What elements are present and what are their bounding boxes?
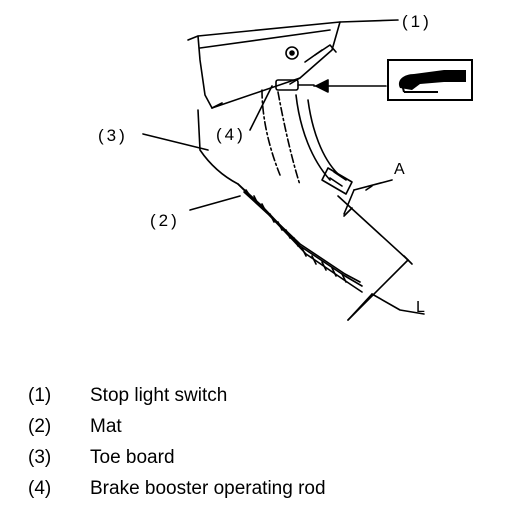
pedal-bracket (187, 21, 341, 109)
leader-2 (189, 195, 241, 211)
pedal-pad (321, 167, 353, 195)
legend-number: (1) (28, 384, 52, 406)
dimension-l-lines (347, 255, 425, 321)
dimension-l-label: L (416, 299, 425, 316)
legend: (1) Stop light switch (2) Mat (3) Toe board… (28, 380, 326, 504)
leader-3 (142, 133, 209, 151)
legend-number: (4) (28, 477, 52, 499)
leader-1 (339, 19, 399, 23)
legend-number: (2) (28, 415, 52, 437)
dimension-a-lines (337, 179, 409, 261)
lubricate-arrow-icon (387, 59, 473, 101)
legend-label: Mat (90, 415, 122, 437)
callout-4: (4) (216, 125, 246, 144)
callout-3: (3) (98, 126, 128, 145)
leader-4 (249, 85, 273, 131)
stop-light-switch (275, 79, 315, 91)
floor-mat (237, 183, 363, 293)
legend-number: (3) (28, 446, 52, 468)
callout-1: (1) (402, 12, 432, 31)
callout-2: (2) (150, 211, 180, 230)
legend-item: (3) Toe board (28, 442, 326, 473)
legend-item: (1) Stop light switch (28, 380, 326, 411)
view-arrowhead (315, 79, 329, 93)
brake-pedal-diagram: (1) (3) (4) (2) A L (98, 12, 473, 321)
legend-label: Brake booster operating rod (90, 477, 326, 499)
legend-label: Toe board (90, 446, 175, 468)
legend-item: (2) Mat (28, 411, 326, 442)
legend-label: Stop light switch (90, 384, 228, 406)
dimension-a-label: A (394, 161, 405, 178)
legend-item: (4) Brake booster operating rod (28, 473, 326, 504)
